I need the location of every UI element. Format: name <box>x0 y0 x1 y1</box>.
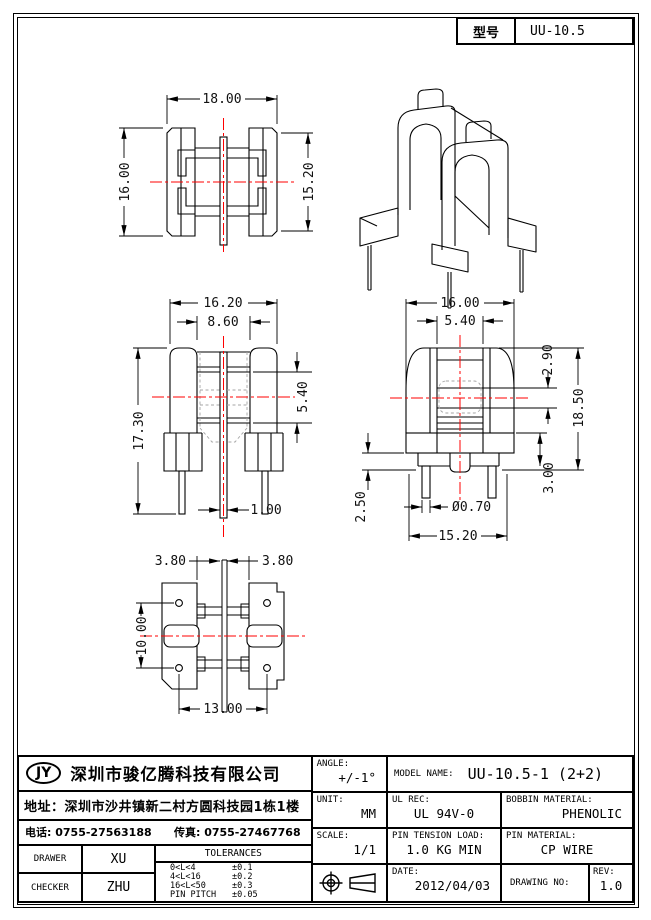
dim-side-pin-pitch: 15.20 <box>438 529 477 544</box>
page-border-inner <box>17 17 635 905</box>
company-row: JY 深圳市骏亿腾科技有限公司 <box>19 757 311 792</box>
dim-top-width: 18.00 <box>202 92 241 107</box>
drawing-no-cell: DRAWING NO: <box>502 865 590 901</box>
top-view: 18.00 16.00 15.20 <box>118 92 317 252</box>
tolerance-row: 16<L<50 ±0.3 <box>170 880 253 891</box>
date-cell: DATE: 2012/04/03 <box>388 865 502 901</box>
tolerances-title: TOLERANCES <box>156 846 311 863</box>
bobbin-material-cell: BOBBIN MATERIAL: PHENOLIC <box>502 793 632 827</box>
tolerance-row: PIN PITCH ±0.05 <box>170 889 258 900</box>
rev-value: 1.0 <box>599 878 623 893</box>
projection-symbol-icon <box>319 871 376 895</box>
dim-top-height-left: 16.00 <box>118 162 133 201</box>
drawer-name: XU <box>83 846 154 875</box>
title-block-middle: ANGLE: +/-1° UNIT: MM SCALE: 1/1 <box>312 757 388 901</box>
signature-row: DRAWER CHECKER XU ZHU TOLERANCES 0<L<4 ±… <box>19 845 311 901</box>
pin-tension-value: 1.0 KG MIN <box>406 842 482 857</box>
phone-row: 电话: 0755-27563188 传真: 0755-27467768 <box>19 821 311 846</box>
fax: 传真: 0755-27467768 <box>173 826 301 840</box>
company-name: 深圳市骏亿腾科技有限公司 <box>70 765 281 785</box>
angle-cell: ANGLE: +/-1° <box>312 757 386 793</box>
dim-top-height-right: 15.20 <box>302 162 317 201</box>
model-number-box: 型号 UU-10.5 <box>456 17 634 45</box>
unit-cell: UNIT: MM <box>312 793 386 829</box>
rev-cell: REV: 1.0 <box>590 865 632 901</box>
model-box-label: 型号 <box>458 19 516 43</box>
pin-material-cell: PIN MATERIAL: CP WIRE <box>502 829 632 863</box>
tolerance-row: 4<L<16 ±0.2 <box>170 871 253 882</box>
dim-side-pin-dia: Ø0.70 <box>452 500 491 515</box>
checker-label: CHECKER <box>31 882 69 893</box>
drawer-label: DRAWER <box>19 846 81 875</box>
drawing-canvas: 18.00 16.00 15.20 <box>118 88 587 717</box>
model-box-value: UU-10.5 <box>530 23 585 39</box>
page-border-outer <box>13 13 639 908</box>
bottom-view: 3.80 3.80 10.00 13.00 <box>135 554 308 717</box>
model-name-value: UU-10.5-1 (2+2) <box>467 765 604 783</box>
dim-front-height: 17.30 <box>132 411 147 450</box>
phone: 电话: 0755-27563188 <box>25 826 152 840</box>
dim-bottom-col-pitch: 13.00 <box>203 702 242 717</box>
title-block: JY 深圳市骏亿腾科技有限公司 地址：深圳市沙井镇新二村方圆科技园1栋1楼 电话… <box>17 755 634 903</box>
ul-rec-value: UL 94V-0 <box>413 806 475 821</box>
dim-side-standoff: 2.50 <box>354 491 369 522</box>
dim-front-inner-width: 8.60 <box>207 315 238 330</box>
bobbin-material-value: PHENOLIC <box>561 806 622 821</box>
angle-value: +/-1° <box>338 770 376 785</box>
company-logo: JY <box>26 762 62 785</box>
dim-side-slot: 5.40 <box>444 314 475 329</box>
dim-front-flange: 1.00 <box>250 503 281 518</box>
pin-tension-cell: PIN TENSION LOAD: 1.0 KG MIN <box>388 829 502 863</box>
dim-bottom-left: 3.80 <box>155 554 186 569</box>
dim-bottom-right: 3.80 <box>262 554 293 569</box>
tolerances-table: TOLERANCES 0<L<4 ±0.1 4<L<16 ±0.2 16<L<5… <box>156 846 311 901</box>
ul-rec-cell: UL REC: UL 94V-0 <box>388 793 502 827</box>
isometric-view <box>359 88 537 309</box>
title-block-left: JY 深圳市骏亿腾科技有限公司 地址：深圳市沙井镇新二村方圆科技园1栋1楼 电话… <box>19 757 313 901</box>
dim-side-core: 2.90 <box>541 344 556 375</box>
model-name-cell: MODEL NAME: UU-10.5-1 (2+2) <box>388 757 632 793</box>
dim-bottom-row-pitch: 10.00 <box>135 616 150 655</box>
scale-value: 1/1 <box>353 842 376 857</box>
dim-front-width: 16.20 <box>203 296 242 311</box>
dim-side-base: 3.00 <box>542 462 557 493</box>
checker-name: ZHU <box>106 880 131 896</box>
dim-side-height: 18.50 <box>572 388 587 427</box>
pin-material-value: CP WIRE <box>540 842 594 857</box>
side-view: 16.00 5.40 2.90 18.50 3.00 2.50 Ø0.70 15… <box>354 296 587 544</box>
address-row: 地址：深圳市沙井镇新二村方圆科技园1栋1楼 <box>19 792 311 821</box>
front-view: 16.20 8.60 17.30 5.40 1.00 <box>132 296 312 540</box>
scale-cell: SCALE: 1/1 <box>312 829 386 865</box>
dim-side-width: 16.00 <box>440 296 479 311</box>
tolerance-row: 0<L<4 ±0.1 <box>170 862 253 873</box>
projection-cell <box>313 865 386 901</box>
unit-value: MM <box>360 806 376 821</box>
title-block-right: MODEL NAME: UU-10.5-1 (2+2) UL REC: UL 9… <box>388 757 632 901</box>
date-value: 2012/04/03 <box>414 878 490 893</box>
dim-front-window: 5.40 <box>296 381 311 412</box>
